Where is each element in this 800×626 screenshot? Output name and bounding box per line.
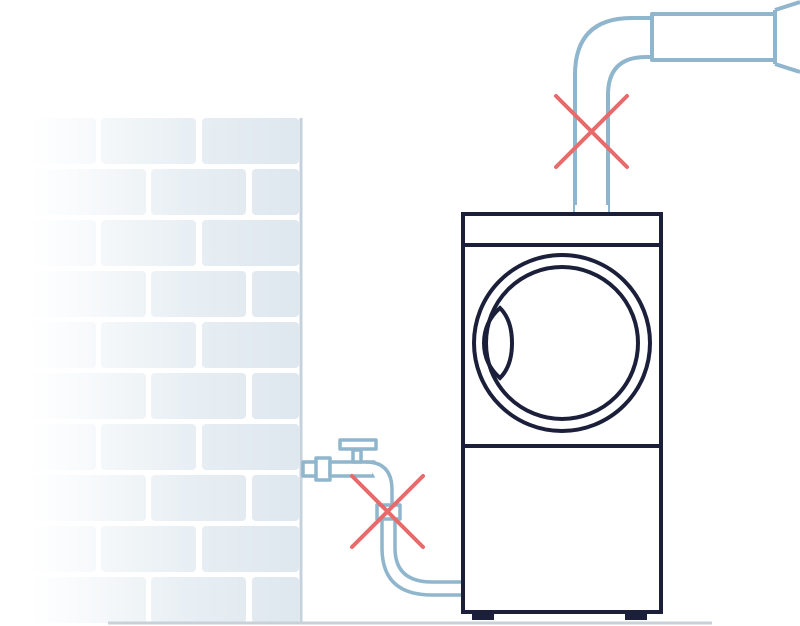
red-cross-mark-icon [350,474,425,549]
machine-feet [472,612,647,620]
wall-fade-overlay [30,110,305,625]
water-hose [380,519,462,597]
red-cross-mark-icon [554,94,629,169]
exhaust-duct-icon [573,0,800,213]
dryer-machine-icon [461,212,663,614]
duct-connector [575,205,608,213]
